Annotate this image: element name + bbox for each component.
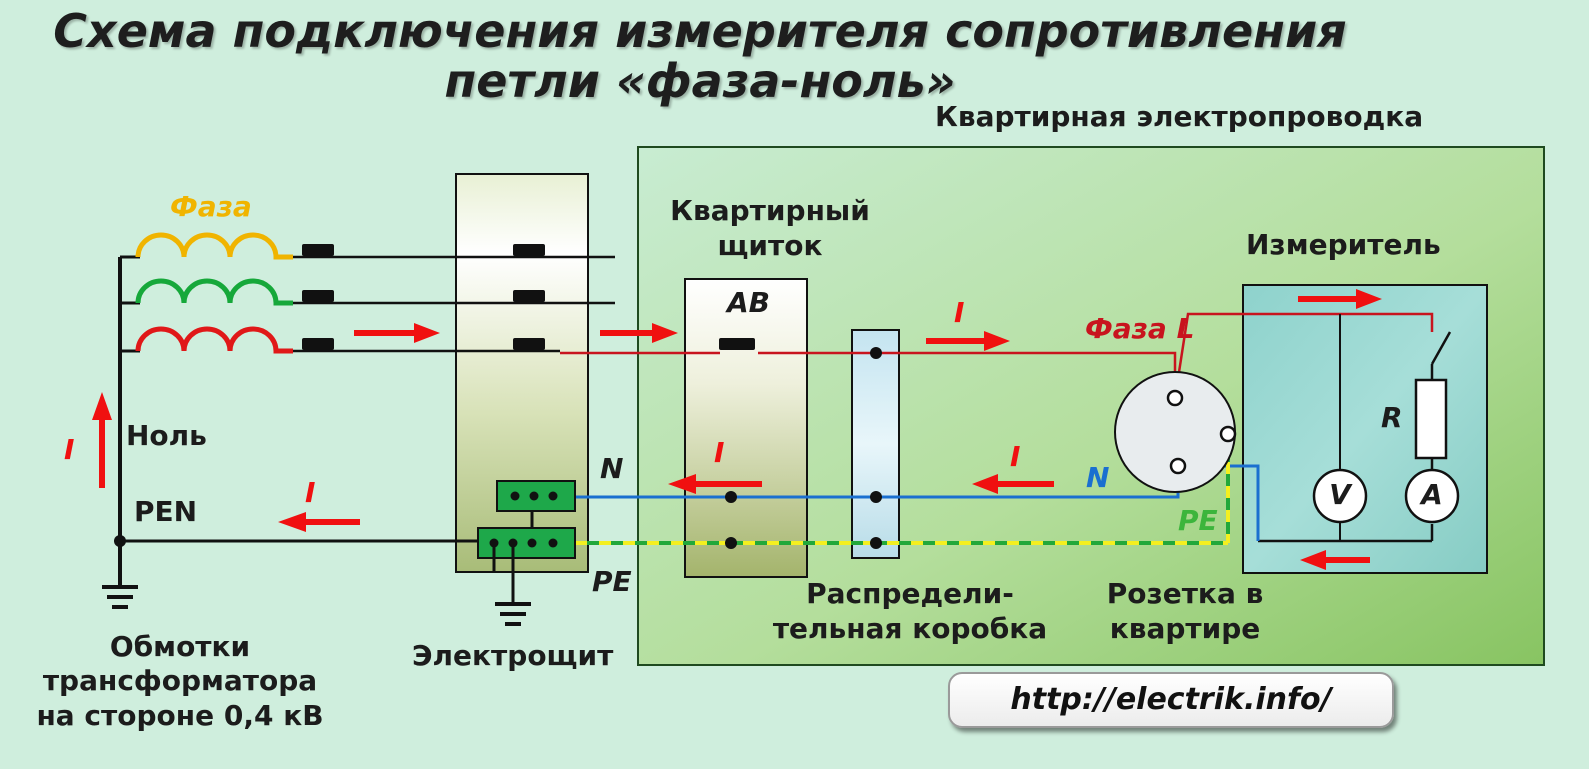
fuse-icons xyxy=(302,244,755,350)
label-junction-line1: Распредели- xyxy=(806,577,1014,610)
winding-green xyxy=(135,278,293,306)
label-breaker: АВ xyxy=(727,286,771,319)
label-socket-line2: квартире xyxy=(1109,612,1261,645)
title-line-2: петли «фаза-ноль» xyxy=(444,54,956,108)
label-windings-line1: Обмотки xyxy=(109,630,251,663)
label-neutral: Ноль xyxy=(126,419,207,452)
switchboard-box xyxy=(455,173,589,573)
label-panel-line2: щиток xyxy=(717,229,823,262)
ground-icon-switchboard xyxy=(495,602,531,626)
label-phase: Фаза xyxy=(170,190,252,223)
ground-icon-transformer xyxy=(102,585,138,609)
label-current-2: I xyxy=(1010,440,1021,473)
label-current-3: I xyxy=(714,436,725,469)
label-ammeter: A xyxy=(1421,478,1443,511)
label-n-left: N xyxy=(600,452,624,485)
title-line-1: Схема подключения измерителя сопротивлен… xyxy=(53,4,1347,58)
winding-red xyxy=(135,326,293,354)
label-current-5: I xyxy=(64,433,75,466)
label-pen: PEN xyxy=(134,495,198,528)
label-current-1: I xyxy=(954,296,965,329)
label-pe-right: PE xyxy=(1178,504,1218,537)
label-n-right: N xyxy=(1086,461,1110,494)
junction-box xyxy=(851,329,900,559)
label-voltmeter: V xyxy=(1329,478,1351,511)
voltmeter xyxy=(1312,468,1368,524)
label-switchboard: Электрощит xyxy=(412,639,614,672)
url-link[interactable]: http://electrik.info/ xyxy=(948,672,1394,728)
winding-yellow xyxy=(135,232,293,260)
label-windings-line3: на стороне 0,4 кВ xyxy=(36,699,324,732)
label-socket-line1: Розетка в xyxy=(1106,577,1264,610)
label-resistor: R xyxy=(1381,401,1403,434)
label-pe-left: PE xyxy=(592,565,632,598)
label-apartment-wiring: Квартирная электропроводка xyxy=(935,100,1424,133)
label-meter: Измеритель xyxy=(1246,228,1441,261)
resistor xyxy=(1414,378,1448,460)
label-windings-line2: трансформатора xyxy=(42,664,318,697)
current-arrows xyxy=(92,289,1382,570)
label-phase-l: Фаза L xyxy=(1085,312,1195,345)
meter-box xyxy=(1242,284,1488,574)
label-panel-line1: Квартирный xyxy=(670,194,870,227)
label-current-4: I xyxy=(305,476,316,509)
label-junction-line2: тельная коробка xyxy=(772,612,1048,645)
apartment-panel-box xyxy=(684,278,808,578)
ammeter xyxy=(1404,468,1460,524)
